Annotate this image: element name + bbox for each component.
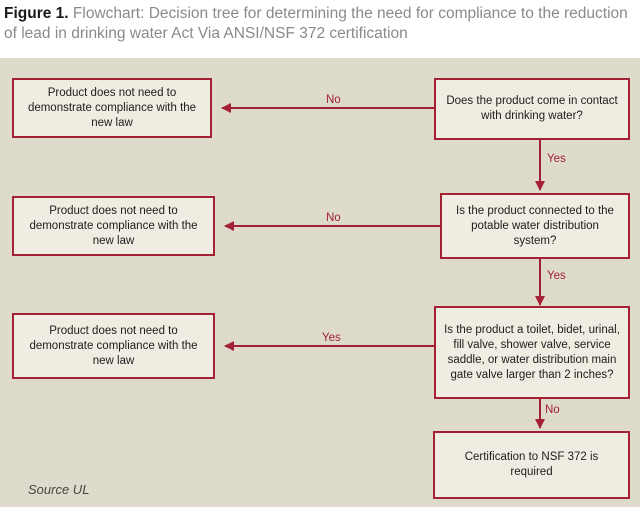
- outcome-box-3: Product does not need to demonstrate com…: [12, 313, 215, 379]
- edge-label-q1-no: No: [326, 94, 341, 106]
- figure-label: Figure 1.: [4, 5, 69, 22]
- outcome-text-1: Product does not need to demonstrate com…: [27, 86, 197, 129]
- question-box-1: Does the product come in contact with dr…: [434, 78, 630, 140]
- question-box-3: Is the product a toilet, bidet, urinal, …: [434, 306, 630, 399]
- question-box-2: Is the product connected to the potable …: [440, 193, 630, 259]
- edge-label-q2-no: No: [326, 212, 341, 224]
- outcome-text-2: Product does not need to demonstrate com…: [29, 204, 198, 247]
- outcome-text-4: Certification to NSF 372 is required: [464, 451, 599, 478]
- edge-label-q3-yes: Yes: [322, 332, 341, 344]
- figure-caption: Figure 1. Flowchart: Decision tree for d…: [4, 4, 634, 44]
- edge-label-q3-no: No: [545, 404, 560, 416]
- outcome-text-3: Product does not need to demonstrate com…: [29, 324, 198, 367]
- caption-text: Flowchart: Decision tree for determining…: [4, 5, 628, 42]
- source-credit: Source UL: [28, 482, 90, 497]
- edge-label-q2-yes: Yes: [547, 270, 566, 282]
- outcome-box-1: Product does not need to demonstrate com…: [12, 78, 212, 138]
- question-text-1: Does the product come in contact with dr…: [446, 95, 618, 122]
- outcome-box-4: Certification to NSF 372 is required: [433, 431, 630, 499]
- question-text-3: Is the product a toilet, bidet, urinal, …: [444, 323, 620, 381]
- outcome-box-2: Product does not need to demonstrate com…: [12, 196, 215, 256]
- edge-label-q1-yes: Yes: [547, 153, 566, 165]
- question-text-2: Is the product connected to the potable …: [456, 204, 614, 247]
